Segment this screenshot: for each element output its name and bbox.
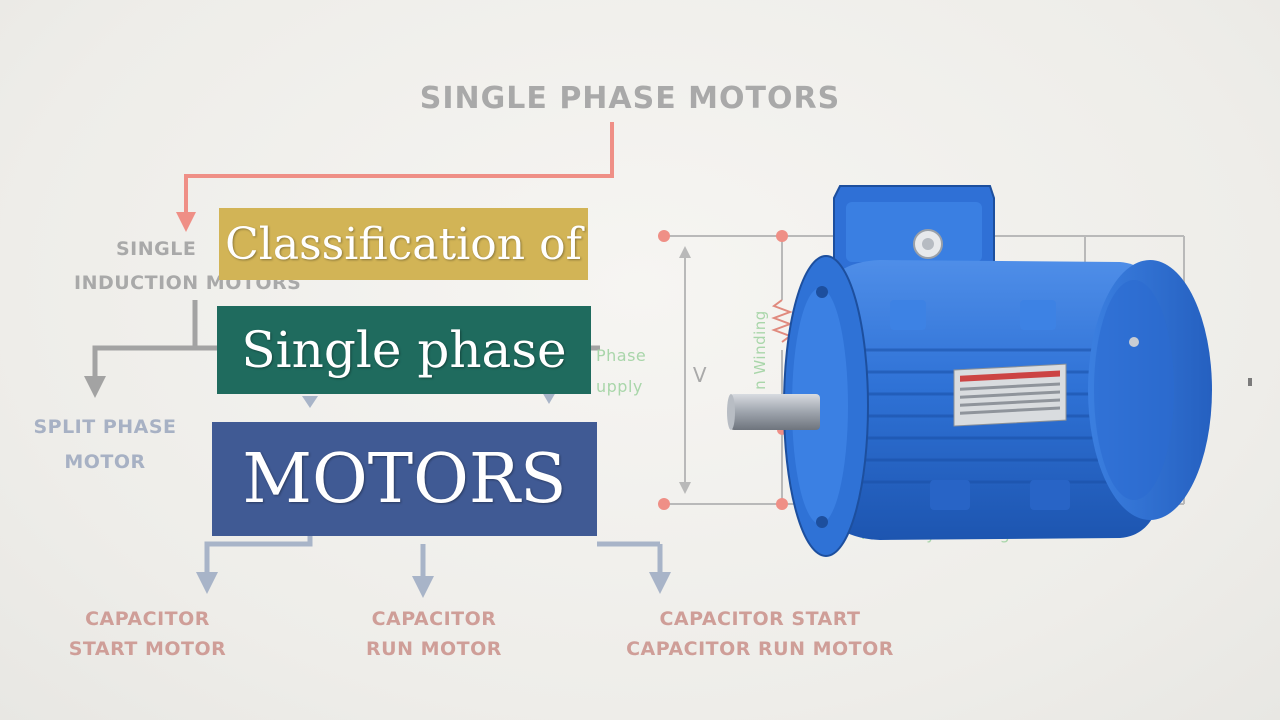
cap-start-label-line2: START MOTOR: [68, 638, 227, 660]
node-bottom-mid: [776, 498, 788, 510]
cap-run-arrow: [412, 576, 434, 598]
capacitor-connector: [204, 536, 663, 576]
main-winding-resistor: [771, 299, 793, 343]
split-phase-label-line2: MOTOR: [64, 451, 146, 473]
banner-line1: Classification of: [219, 208, 588, 280]
cap-start-label-line1: CAPACITOR: [85, 608, 210, 630]
voltage-label: V: [692, 363, 708, 387]
cap-start-run-label-line1: CAPACITOR START: [659, 608, 861, 630]
speed-switch-mark: [1248, 378, 1252, 386]
single-induction-label-line1: SINGLE: [116, 238, 197, 260]
node-top-left: [658, 230, 670, 242]
cap-run-label-line2: RUN MOTOR: [366, 638, 502, 660]
cap-start-arrow: [196, 572, 218, 594]
split-phase-arrow: [84, 376, 106, 398]
phase-supply-label-line1: Phase: [596, 346, 647, 365]
phase-supply-arrow-partial: [542, 392, 556, 404]
banner-line3: MOTORS: [212, 422, 597, 536]
split-phase-label-line1: SPLIT PHASE: [33, 416, 177, 438]
cap-run-label-line1: CAPACITOR: [371, 608, 497, 630]
phase-supply-label-line2: upply: [596, 377, 643, 396]
cap-start-run-arrow: [649, 572, 671, 594]
node-top-mid: [776, 230, 788, 242]
title-connector: [184, 122, 614, 214]
title-connector-arrow: [176, 212, 196, 232]
capacitor-arrow-partial: [302, 396, 318, 408]
voltage-arrow-top: [679, 246, 691, 258]
voltage-arrow-bottom: [679, 482, 691, 494]
diagram-title: SINGLE PHASE MOTORS: [419, 81, 841, 116]
banner-line2: Single phase: [217, 306, 591, 394]
node-bottom-left: [658, 498, 670, 510]
cap-start-run-label-line2: CAPACITOR RUN MOTOR: [626, 638, 894, 660]
